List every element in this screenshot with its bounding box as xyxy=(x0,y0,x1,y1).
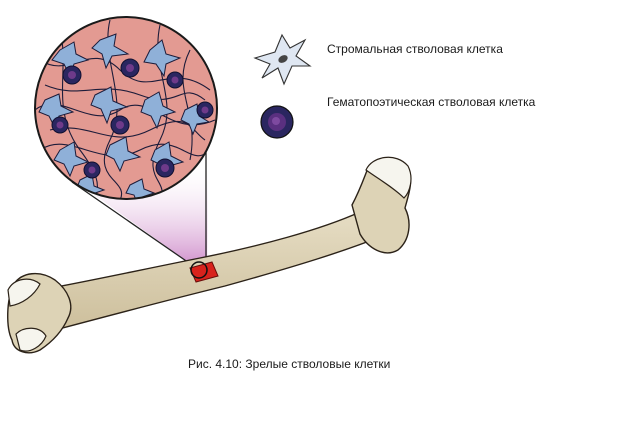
cone-edge-left xyxy=(71,181,193,266)
cartilage-head-distal-upper xyxy=(7,278,41,307)
figure-caption: Рис. 4.10: Зрелые стволовые клетки xyxy=(188,357,391,371)
marrow-magnified-view xyxy=(34,16,218,200)
hematopoietic-cell-icon xyxy=(260,105,294,139)
cartilage-head-distal-lower xyxy=(15,327,47,352)
hematopoietic-cell-label: Гематопоэтическая стволовая клетка xyxy=(327,95,536,109)
bone-section-circle xyxy=(190,261,208,279)
stromal-cell-icon xyxy=(253,33,312,86)
femur-bone xyxy=(7,157,412,354)
stromal-cell-label: Стромальная стволовая клетка xyxy=(327,42,503,56)
cartilage-head-proximal xyxy=(365,156,412,199)
